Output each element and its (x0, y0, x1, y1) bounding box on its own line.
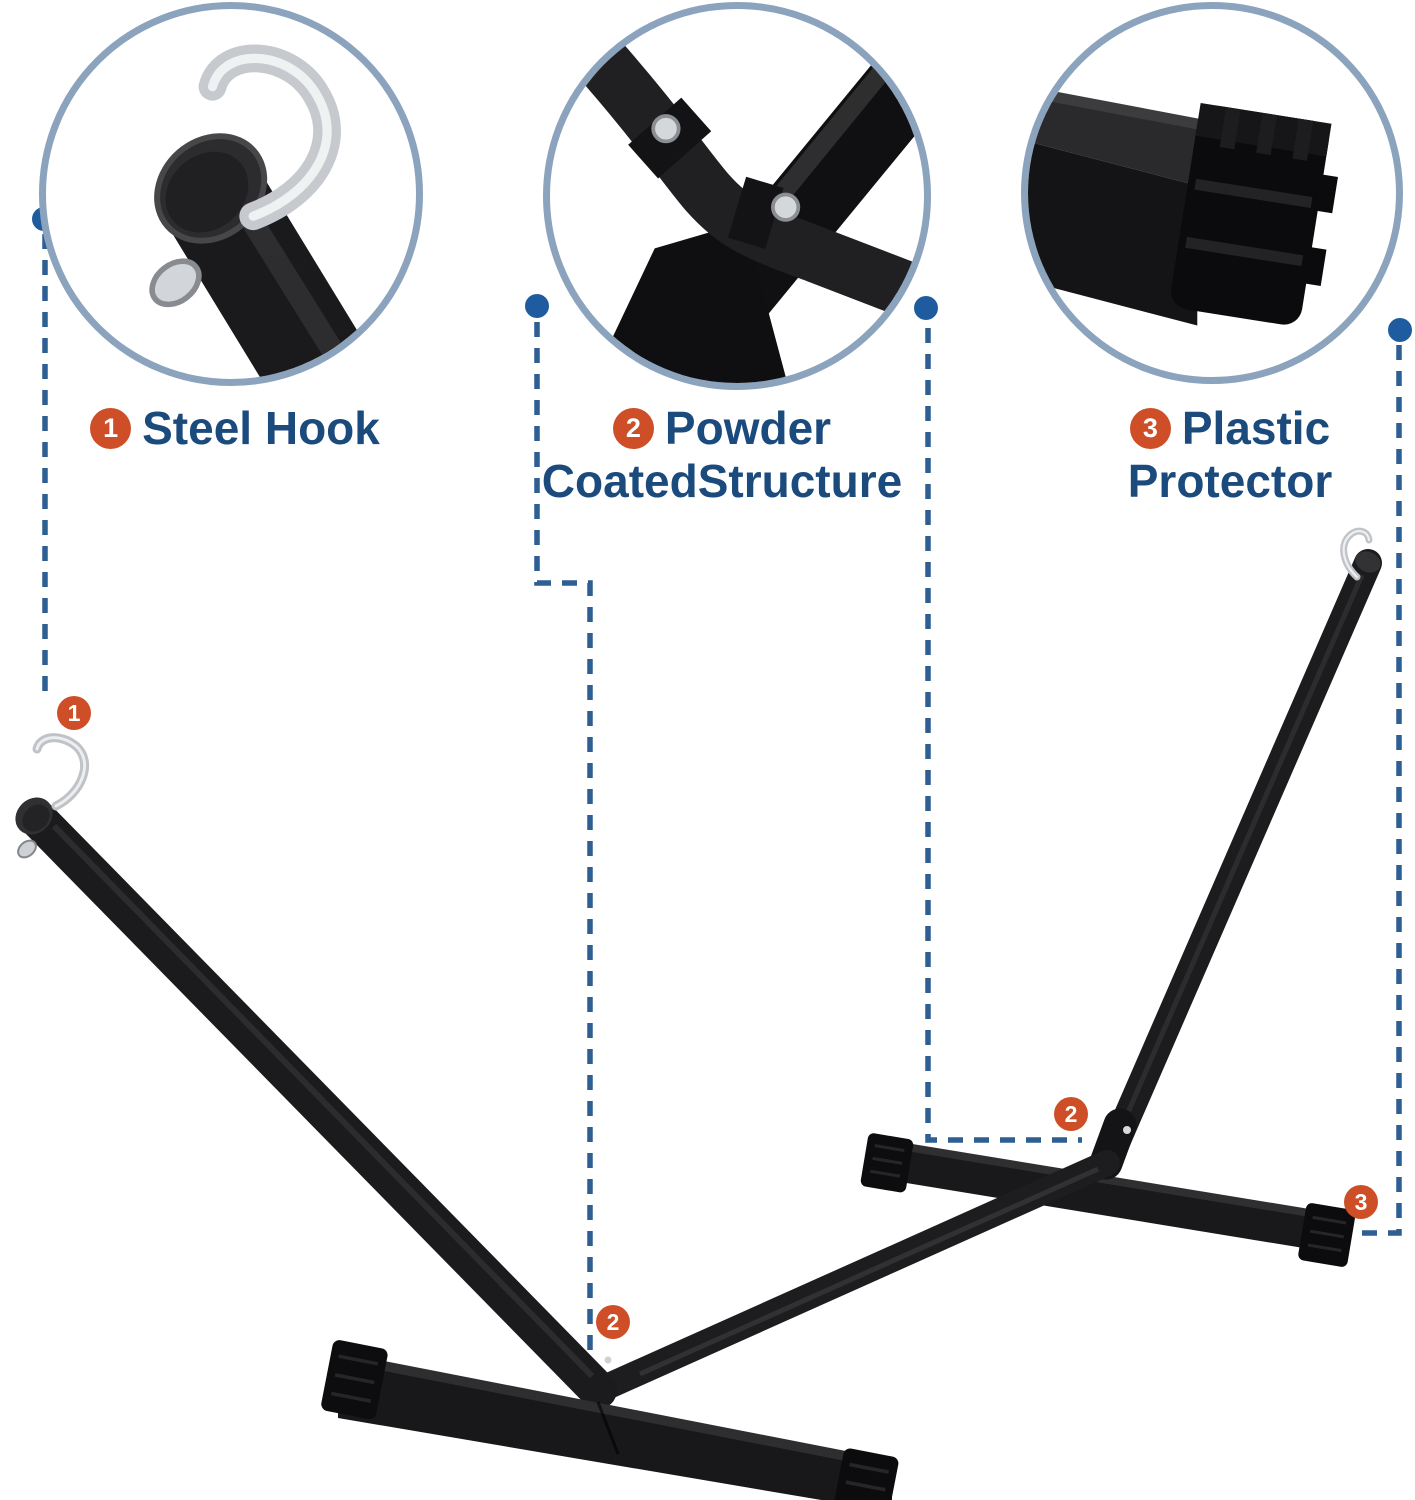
knob-icon-left-pole (17, 839, 37, 859)
feature-label-text: Plastic (1181, 402, 1331, 454)
powder-coated-detail-art (573, 35, 924, 383)
detail-circle-steel-hook (39, 2, 423, 386)
connector-line-2b (925, 328, 1082, 1143)
left-foot-bar (321, 1340, 899, 1500)
plastic-protector-cap-detail (1171, 103, 1338, 325)
blue-dot-2a (525, 294, 549, 318)
left-pole (15, 733, 617, 1409)
product-marker-3: 3 (1344, 1185, 1378, 1219)
bolt-icon-detail (149, 258, 202, 308)
screw-icon-left-joint (604, 1356, 612, 1364)
feature-number-badge-3: 3 (1129, 408, 1171, 450)
dashed-connector-lines (42, 234, 1402, 1362)
steel-hook-icon-right (1340, 527, 1373, 581)
right-foot-bar (860, 1133, 1356, 1267)
feature-label-text: Powder (664, 402, 832, 454)
steel-hook-icon-detail (198, 44, 341, 231)
steel-hook-icon-left (32, 733, 90, 811)
diagonal-tube (589, 1150, 1120, 1402)
screw-icon-detail-lower (771, 192, 801, 222)
feature-number-badge-2: 2 (612, 408, 654, 450)
plastic-protector-cap-left-foot-right (832, 1448, 899, 1500)
blue-dot-3 (1388, 318, 1412, 342)
steel-hook-detail-art (149, 44, 387, 379)
plastic-protector-cap-right-foot-left (860, 1133, 914, 1193)
feature-label-line-2: Protector (1127, 455, 1333, 507)
product-marker-2-left: 2 (596, 1305, 630, 1339)
connector-line-3 (1349, 345, 1402, 1236)
detail-circle-plastic-protector (1021, 2, 1403, 384)
screw-icon-detail-upper (651, 114, 681, 144)
product-marker-1: 1 (57, 696, 91, 730)
product-marker-2-right: 2 (1054, 1097, 1088, 1131)
plastic-protector-detail-art (1028, 86, 1338, 326)
feature-label-text: Steel Hook (142, 402, 380, 454)
feature-number-badge-1: 1 (90, 408, 132, 450)
blue-dot-2b (914, 296, 938, 320)
plastic-protector-cap-right-foot-right (1298, 1203, 1356, 1267)
feature-label-line-2: CoatedStructure (541, 455, 903, 507)
screw-icon-right-pole (1123, 1126, 1131, 1134)
right-pole (1089, 527, 1382, 1180)
connector-line-2a (534, 322, 593, 1362)
plastic-protector-cap-left-foot-left (321, 1340, 388, 1420)
detail-circle-powder-coated-structure (543, 2, 931, 390)
